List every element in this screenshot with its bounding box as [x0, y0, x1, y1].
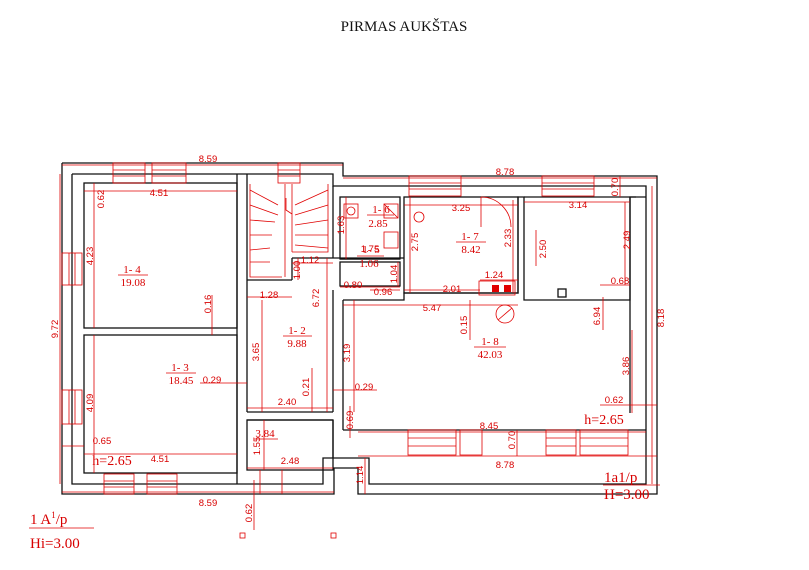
room-3-id: 1- 3	[171, 362, 189, 374]
height-right: h=2.65	[584, 413, 623, 428]
plan-title: PIRMAS AUKŠTAS	[341, 18, 468, 35]
fixtures	[239, 196, 567, 539]
room-7-id: 1- 7	[461, 231, 479, 243]
room-4-id: 1- 4	[123, 264, 141, 276]
room-4-area: 19.08	[121, 277, 146, 289]
building-code: 1 A	[30, 512, 51, 528]
dim-r7-d: 2.50	[538, 240, 549, 259]
dim-left-height: 9.72	[50, 320, 61, 339]
dim-bottom-right-inner: 8.45	[480, 421, 499, 432]
room-3-area: 18.45	[169, 375, 194, 387]
room-8-area: 42.03	[478, 349, 503, 361]
dim-r8-g: 6.94	[592, 307, 603, 326]
dim-r38-b: 2.48	[281, 456, 300, 467]
room-6-area: 2.85	[368, 218, 388, 230]
room-6-id: 1- 6	[372, 204, 390, 216]
dim-r38-d: 0.62	[244, 504, 255, 523]
room-5-id: 1- 5	[362, 244, 380, 256]
room-5-area: 1.06	[359, 258, 379, 270]
room-7-area: 8.42	[461, 244, 480, 256]
room-2-id: 1- 2	[288, 325, 305, 337]
dim-r7-a: 2.33	[503, 229, 514, 248]
dimension-labels: 8.59 8.78 8.59 8.78 8.45 9.72 8.18 4.51 …	[50, 154, 667, 522]
dim-r8-h: 3.86	[621, 357, 632, 376]
dim-r2-e: 0.21	[301, 378, 312, 397]
dim-r2-g: 0.29	[355, 382, 374, 393]
dim-r4-width: 4.51	[150, 188, 169, 199]
building-label: 1 A1/p Hi=3.00	[29, 510, 94, 552]
dim-r4-height: 4.23	[85, 247, 96, 266]
dim-r2-b: 1.00	[292, 261, 303, 280]
dim-r7-c: 1.24	[485, 270, 504, 281]
dim-r2-a: 1.12	[301, 255, 320, 266]
height-left: h=2.65	[92, 454, 131, 469]
unit-height: H=3.00	[604, 487, 650, 503]
dim-r8-a: 3.14	[569, 200, 588, 211]
dim-r8-j: 0.70	[507, 431, 518, 450]
dim-r2-f: 3.19	[342, 344, 353, 363]
outer-walls	[61, 162, 658, 495]
room-8-id: 1- 8	[481, 336, 499, 348]
dim-top-left: 8.59	[199, 154, 218, 165]
dim-top-right: 8.78	[496, 167, 515, 178]
dim-r5-b: 0.80	[344, 280, 363, 291]
dim-r4-wall: 0.16	[203, 295, 214, 314]
dim-r8-i: 0.62	[605, 395, 624, 406]
building-code-tail: /p	[56, 512, 68, 528]
dim-r7-b: 2.01	[443, 284, 462, 295]
staircase	[249, 184, 329, 278]
dim-r8-d: 0.68	[611, 276, 630, 287]
dim-r3-height: 4.09	[85, 394, 96, 413]
dim-bottom-left: 8.59	[199, 498, 218, 509]
svg-text:1 A1/p: 1 A1/p	[30, 510, 67, 528]
building-height: Hi=3.00	[30, 536, 80, 552]
dim-r8-b: 0.70	[610, 178, 621, 197]
dim-r5-c: 0.96	[374, 287, 393, 298]
dim-r5-d: 1.04	[389, 265, 400, 284]
dim-r3-gap: 0.29	[203, 375, 222, 386]
room-labels: 1- 4 19.08 1- 3 18.45 1- 2 9.88 3.84 1- …	[118, 204, 506, 440]
dim-r4-top: 0.62	[96, 190, 107, 209]
dim-r8-c: 2.49	[622, 231, 633, 250]
dim-r3-left: 0.65	[93, 436, 112, 447]
unit-code: 1a1/p	[604, 470, 637, 486]
dim-r2-width: 1.28	[260, 290, 279, 301]
dim-right-height: 8.18	[656, 309, 667, 328]
dim-r2-height: 6.72	[311, 289, 322, 308]
dimension-lines	[59, 164, 657, 530]
dim-r3-width: 4.51	[151, 454, 170, 465]
dim-r8-e: 5.47	[423, 303, 442, 314]
room-small-area: 3.84	[255, 428, 275, 440]
dim-bottom-right-outer: 8.78	[496, 460, 515, 471]
dim-r2-h: 0.69	[345, 411, 356, 430]
dim-r7-h: 2.75	[410, 233, 421, 252]
dim-r8-f: 0.15	[459, 316, 470, 335]
interior-walls	[83, 174, 646, 484]
building-code-sup: 1	[51, 510, 56, 520]
dim-r6-h: 1.63	[336, 216, 347, 235]
dim-r38-a: 1.55	[252, 437, 263, 456]
dim-r2-d: 2.40	[278, 397, 297, 408]
dim-r2-c: 3.65	[251, 343, 262, 362]
dim-r7-w: 3.25	[452, 203, 471, 214]
dim-r38-c: 1.14	[355, 466, 366, 485]
unit-label: 1a1/p H=3.00	[603, 470, 660, 503]
dim-r5-a: 1.75	[361, 244, 380, 255]
room-2-area: 9.88	[287, 338, 307, 350]
windows	[61, 162, 629, 495]
